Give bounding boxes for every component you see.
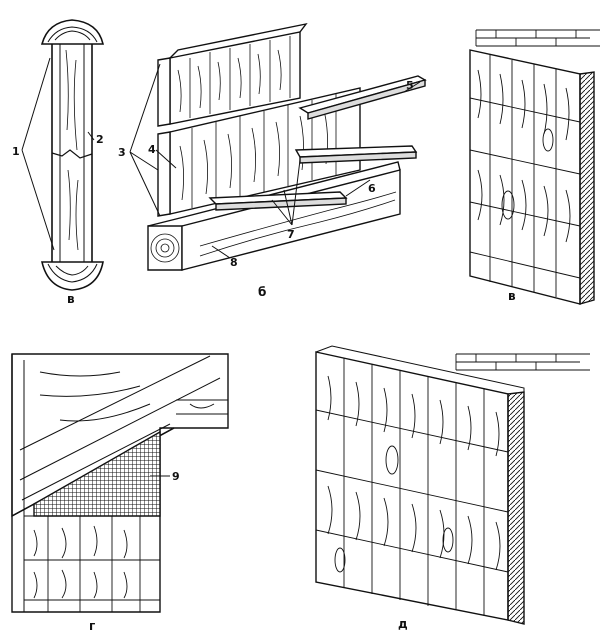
caption-panel-b: б bbox=[258, 285, 266, 299]
panel-b-siding-assembly bbox=[129, 22, 427, 271]
callout-6: 6 bbox=[368, 182, 376, 195]
callout-4: 4 bbox=[148, 143, 156, 156]
panel-a-board-section bbox=[21, 19, 105, 291]
callout-7: 7 bbox=[287, 228, 295, 241]
callout-8: 8 bbox=[230, 256, 238, 269]
callout-3: 3 bbox=[118, 146, 126, 159]
callout-9: 9 bbox=[172, 470, 180, 483]
panel-e-wall-panel bbox=[315, 345, 590, 625]
panel-d-gable-mesh bbox=[11, 353, 229, 613]
caption-panel-a: в bbox=[67, 292, 75, 306]
panel-c-wall-corner bbox=[469, 29, 600, 305]
caption-panel-d: г bbox=[89, 619, 95, 633]
caption-panel-e: д bbox=[398, 617, 408, 631]
callout-1: 1 bbox=[12, 145, 20, 158]
caption-panel-c: в bbox=[508, 289, 516, 303]
callout-2: 2 bbox=[96, 133, 104, 146]
callout-5: 5 bbox=[406, 79, 414, 92]
